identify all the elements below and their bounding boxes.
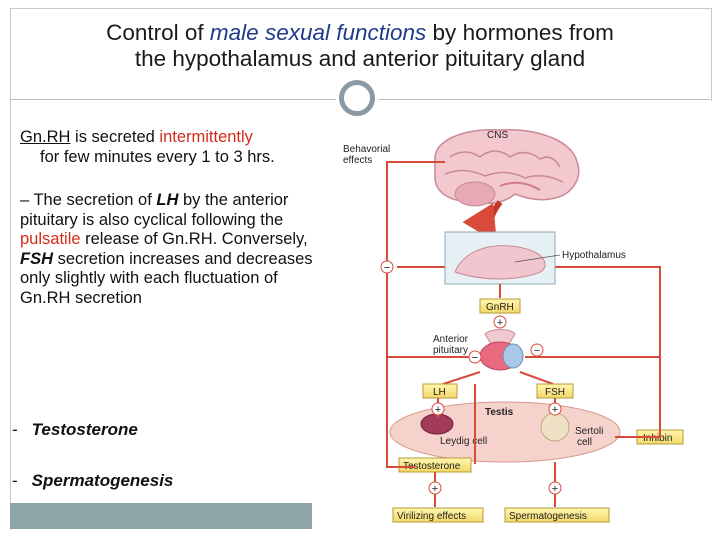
- virilizing-box-label: Virilizing effects: [397, 511, 466, 522]
- title-line-1: Control of male sexual functions by horm…: [106, 20, 614, 45]
- ring-ornament: [339, 80, 375, 116]
- bullet-spermatogenesis: -Spermatogenesis: [12, 471, 174, 490]
- title-highlight: male sexual functions: [209, 20, 427, 45]
- svg-text:+: +: [552, 404, 558, 416]
- brain-icon: [434, 129, 580, 207]
- gnrh-label: GnRH: [486, 302, 514, 313]
- lh-term: LH: [156, 191, 179, 209]
- lh-box: [422, 383, 458, 399]
- fsh-box-label: FSH: [545, 387, 565, 398]
- leydig-label: Leydig cell: [440, 436, 487, 447]
- hypothalamus-icon: [454, 245, 546, 280]
- slide-frame-top: [10, 8, 712, 101]
- svg-text:+: +: [552, 483, 558, 495]
- svg-text:−: −: [472, 352, 478, 364]
- hypothalamus-label: Hypothalamus: [562, 250, 626, 261]
- paragraph-lh-fsh: – The secretion of LH by the anterior pi…: [20, 191, 313, 307]
- bottom-accent-bar: [10, 503, 312, 529]
- cns-label: CNS: [487, 130, 508, 141]
- inhibin-box-label: Inhibin: [643, 433, 672, 444]
- svg-text:+: +: [497, 317, 503, 329]
- testosterone-box-label: Testosterone: [403, 461, 461, 472]
- svg-text:−: −: [534, 345, 540, 357]
- pulsatile-term: pulsatile: [20, 230, 81, 248]
- testis-label: Testis: [485, 407, 514, 418]
- svg-text:+: +: [435, 404, 441, 416]
- bullet-testosterone: -Testosterone: [12, 420, 138, 439]
- lh-box-label: LH: [433, 387, 446, 398]
- paragraph-gnrh: Gn.RH is secreted intermittently for few…: [20, 128, 275, 166]
- feedback-lines: [386, 161, 661, 507]
- spermatogenesis-box: [504, 507, 610, 523]
- gnrh-box: [479, 298, 521, 314]
- body-text: Gn.RH is secreted intermittently for few…: [20, 128, 315, 308]
- svg-text:+: +: [432, 483, 438, 495]
- sign-markers: − + − − + + + +: [380, 260, 562, 495]
- slide-title: Control of male sexual functions by horm…: [10, 20, 710, 72]
- virilizing-box: [392, 507, 484, 523]
- spermatogenesis-box-label: Spermatogenesis: [509, 511, 587, 522]
- slide-frame-left: [10, 100, 11, 530]
- pituitary-icon: [479, 329, 524, 371]
- svg-text:−: −: [384, 262, 390, 274]
- intermittently-term: intermittently: [159, 128, 253, 146]
- fsh-term: FSH: [20, 249, 53, 268]
- title-line-2: the hypothalamus and anterior pituitary …: [134, 46, 586, 71]
- gnrh-term: Gn.RH: [20, 128, 71, 146]
